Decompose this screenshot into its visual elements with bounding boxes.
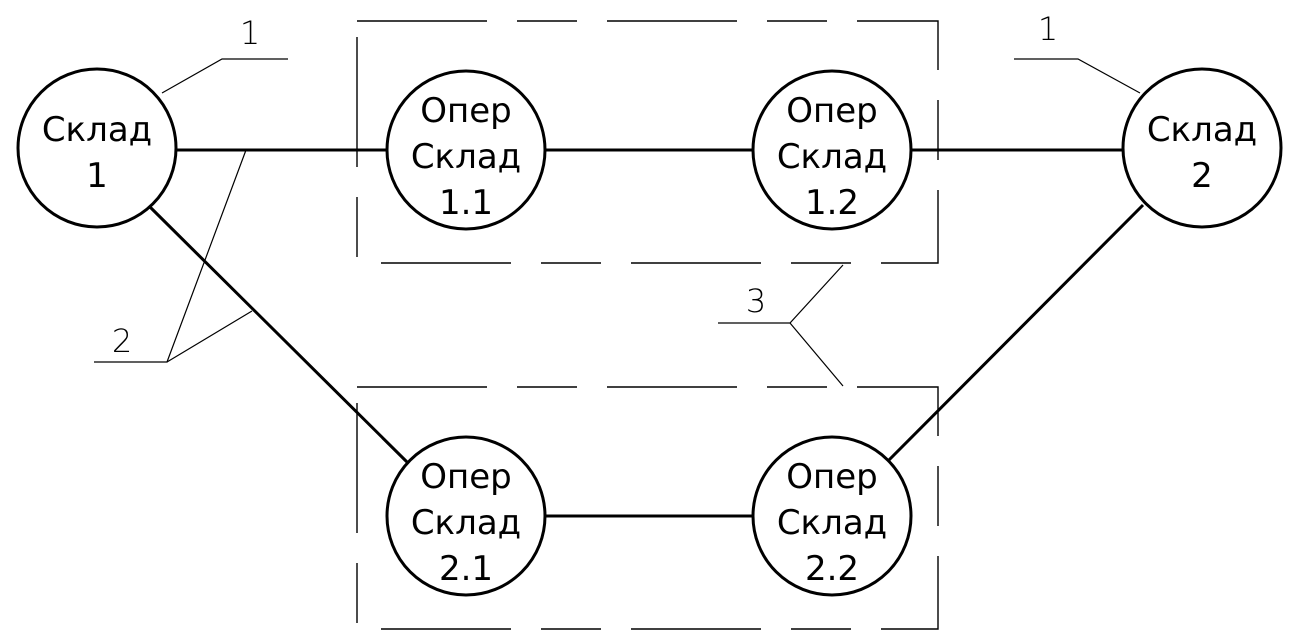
node-op-warehouse-2-2-line3: 2.2: [805, 549, 859, 589]
callout-label-right-1: 1: [1038, 10, 1058, 48]
node-op-warehouse-1-2-circle: [751, 69, 913, 231]
node-warehouse-1-line2: 1: [86, 156, 108, 196]
node-op-warehouse-2-2-line2: Склад: [777, 503, 887, 543]
node-warehouse-1-circle: [16, 67, 178, 229]
node-warehouse-2-circle: [1121, 67, 1283, 229]
node-op-warehouse-1-1-line1: Опер: [420, 91, 512, 131]
node-op-warehouse-1-2-line1: Опер: [786, 91, 878, 131]
node-op-warehouse-2-2-circle: [751, 435, 913, 597]
group-frame-route-1: [356, 20, 939, 264]
node-op-warehouse-1-1-line2: Склад: [411, 137, 521, 177]
node-op-warehouse-2-1-circle: [385, 435, 547, 597]
leader-callout-right-1: [1014, 58, 1141, 94]
group-frame-route-2: [356, 386, 939, 630]
node-op-warehouse-1-1-line3: 1.1: [439, 183, 493, 223]
leader-callout-3-a: [718, 264, 844, 324]
node-op-warehouse-2-1: Опер Склад 2.1: [385, 435, 547, 597]
leader-callout-3-b: [789, 322, 844, 387]
node-op-warehouse-1-2-line2: Склад: [777, 137, 887, 177]
node-op-warehouse-2-2-line1: Опер: [786, 457, 878, 497]
node-warehouse-2-line1: Склад: [1147, 110, 1257, 150]
edge-op22-warehouse2: [886, 203, 1145, 463]
node-op-warehouse-1-1: Опер Склад 1.1: [385, 69, 547, 231]
node-op-warehouse-1-1-circle: [385, 69, 547, 231]
leader-callout-2-b: [166, 310, 253, 363]
leader-callout-left-1: [161, 58, 288, 94]
node-warehouse-2: Склад 2: [1121, 67, 1283, 229]
callout-label-left-1: 1: [240, 14, 260, 52]
node-op-warehouse-1-2-line3: 1.2: [805, 183, 859, 223]
node-warehouse-1: Склад 1: [16, 67, 178, 229]
callout-label-3: 3: [746, 282, 766, 320]
node-warehouse-2-line2: 2: [1191, 156, 1213, 196]
callout-label-2: 2: [112, 322, 132, 360]
node-op-warehouse-2-1-line3: 2.1: [439, 549, 493, 589]
node-op-warehouse-2-1-line2: Склад: [411, 503, 521, 543]
node-op-warehouse-1-2: Опер Склад 1.2: [751, 69, 913, 231]
node-warehouse-1-line1: Склад: [42, 110, 152, 150]
node-op-warehouse-2-1-line1: Опер: [420, 457, 512, 497]
node-op-warehouse-2-2: Опер Склад 2.2: [751, 435, 913, 597]
edge-warehouse1-op21: [148, 205, 409, 464]
